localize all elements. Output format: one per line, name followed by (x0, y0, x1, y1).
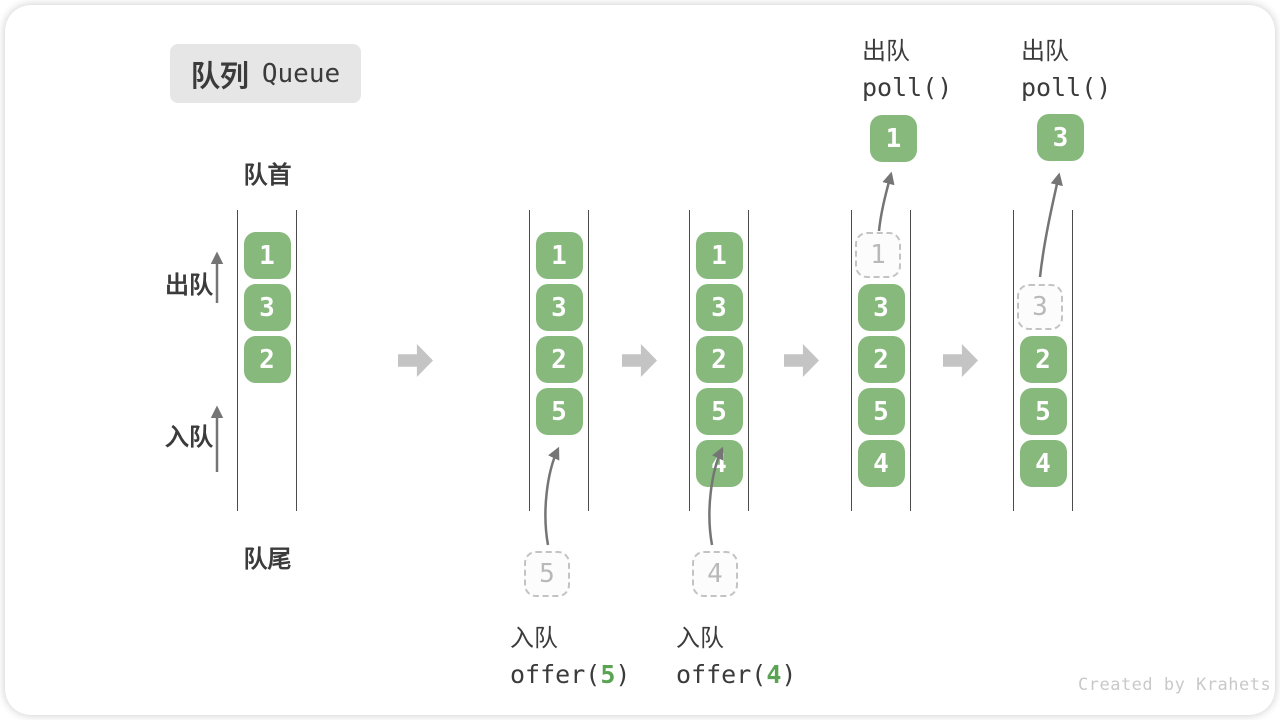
queue-state-5: 3 2 5 4 (1013, 210, 1073, 511)
queue-item: 1 (243, 232, 291, 279)
queue-state-4: 1 3 2 5 4 (851, 210, 911, 511)
queue-item: 4 (695, 440, 743, 487)
op-action-label: 入队 (510, 624, 558, 652)
popped-item-box: 1 (870, 115, 917, 162)
queue-item: 3 (695, 284, 743, 331)
queue-item: 2 (857, 336, 905, 383)
queue-item: 1 (535, 232, 583, 279)
state-transition-arrow-icon (784, 344, 819, 377)
op-code-label: poll() (1021, 73, 1112, 102)
queue-item-removed: 1 (855, 232, 901, 278)
op-code-label: offer(4) (676, 660, 797, 689)
op-action-label: 出队 (1021, 37, 1069, 65)
queue-item: 5 (1019, 388, 1067, 435)
label-queue-rear: 队尾 (243, 545, 292, 573)
queue-item: 3 (535, 284, 583, 331)
queue-diagram-card: 队列 Queue 队首 队尾 出队 入队 1 3 2 1 3 2 5 1 3 2… (5, 5, 1275, 715)
dequeue-op-poll-1: 出队 poll() (862, 31, 952, 102)
label-queue-front: 队首 (243, 161, 292, 189)
queue-item: 3 (243, 284, 291, 331)
op-code-label: poll() (862, 73, 953, 102)
queue-item: 4 (857, 440, 905, 487)
title-en: Queue (261, 58, 341, 89)
queue-state-3: 1 3 2 5 4 (689, 210, 749, 511)
watermark: Created by Krahets (1078, 675, 1272, 695)
state-transition-arrow-icon (622, 344, 657, 377)
dequeue-op-poll-2: 出队 poll() (1021, 31, 1111, 102)
queue-item: 4 (1019, 440, 1067, 487)
popped-item-box: 3 (1037, 114, 1084, 161)
queue-state-2: 1 3 2 5 (529, 210, 589, 511)
label-dequeue: 出队 (165, 271, 213, 299)
op-action-label: 出队 (862, 37, 910, 65)
queue-item: 2 (1019, 336, 1067, 383)
pending-item-box: 4 (692, 551, 738, 597)
queue-item: 5 (535, 388, 583, 435)
enqueue-op-offer4: 入队 offer(4) (676, 618, 796, 689)
title-box: 队列 Queue (170, 44, 361, 103)
queue-item: 2 (243, 336, 291, 383)
enqueue-op-offer5: 入队 offer(5) (510, 618, 630, 689)
queue-item: 2 (695, 336, 743, 383)
pending-item-box: 5 (524, 551, 570, 597)
op-code-label: offer(5) (510, 660, 631, 689)
label-enqueue: 入队 (165, 423, 213, 451)
title-zh: 队列 (190, 58, 249, 93)
queue-item: 3 (857, 284, 905, 331)
state-transition-arrow-icon (398, 344, 433, 377)
queue-item: 2 (535, 336, 583, 383)
op-action-label: 入队 (676, 624, 724, 652)
queue-item: 5 (695, 388, 743, 435)
queue-item-removed: 3 (1017, 284, 1063, 330)
queue-item: 5 (857, 388, 905, 435)
state-transition-arrow-icon (943, 344, 978, 377)
queue-state-1: 1 3 2 (237, 210, 297, 511)
queue-item: 1 (695, 232, 743, 279)
